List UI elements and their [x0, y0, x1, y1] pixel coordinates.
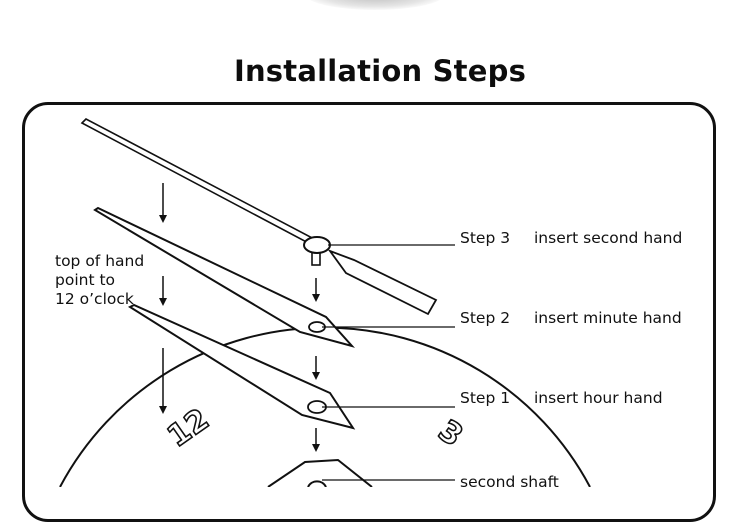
step2-number: Step 2 — [460, 309, 511, 327]
step3-number: Step 3 — [460, 229, 511, 247]
movement-base — [267, 458, 373, 487]
shaft-label: second shaft — [460, 473, 559, 491]
second-hand — [80, 118, 438, 316]
minute-hand — [93, 206, 355, 348]
page-title: Installation Steps — [233, 54, 527, 88]
numeral-3: 3 — [432, 413, 469, 454]
alignment-note: top of hand point to 12 o’clock — [55, 252, 144, 309]
note-line-3: 12 o’clock — [55, 290, 134, 308]
top-shadow — [305, 0, 445, 10]
step3-text: insert second hand — [534, 229, 683, 247]
step2-text: insert minute hand — [534, 309, 682, 327]
numeral-12: 12 — [161, 402, 215, 455]
note-line-2: point to — [55, 271, 116, 289]
note-line-1: top of hand — [55, 252, 145, 270]
step1-text: insert hour hand — [534, 389, 663, 407]
hour-hand — [127, 303, 356, 430]
installation-diagram: 12 3 — [59, 118, 591, 487]
step1-number: Step 1 — [460, 389, 511, 407]
hub-dome — [307, 480, 327, 487]
arrows — [159, 183, 320, 452]
leader-lines — [322, 244, 455, 481]
